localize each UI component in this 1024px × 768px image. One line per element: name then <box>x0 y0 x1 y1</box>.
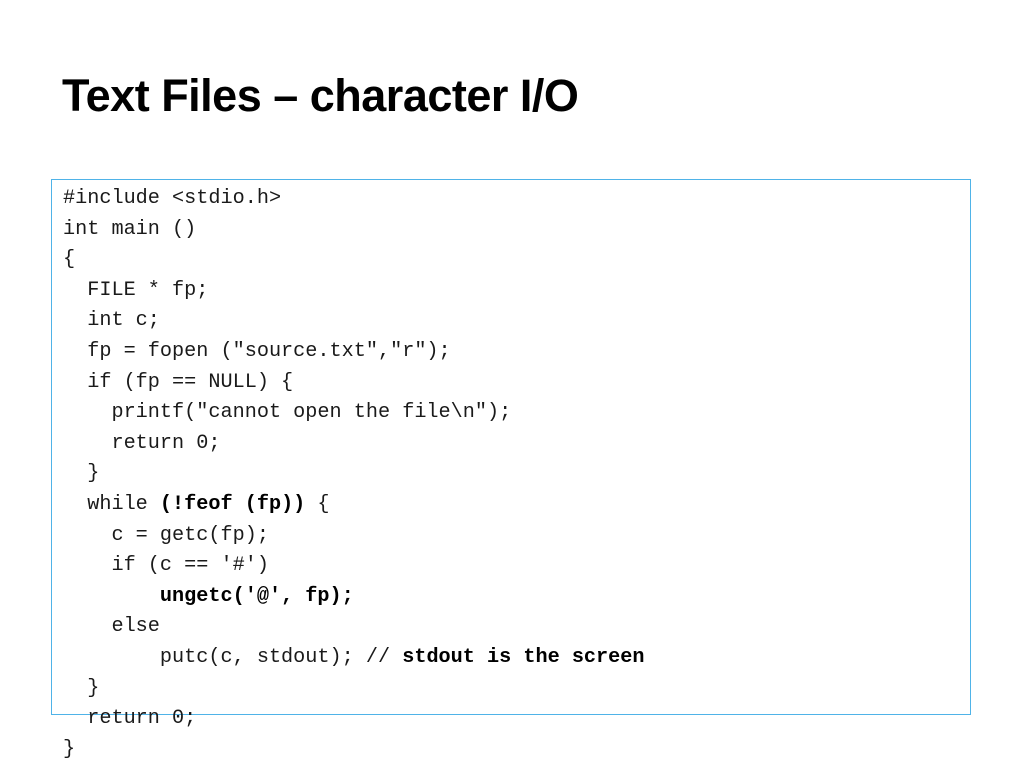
code-text: if (fp == NULL) { <box>63 370 294 394</box>
code-text: c = getc(fp); <box>63 523 269 547</box>
code-highlight: ungetc('@', fp); <box>159 584 354 608</box>
code-line: int main () <box>63 215 645 246</box>
code-text: int c; <box>63 309 160 333</box>
code-text: int main () <box>63 217 197 241</box>
code-line: while (!feof (fp)) { <box>63 490 645 521</box>
code-highlight: stdout is the screen <box>402 645 645 669</box>
code-line: fp = fopen ("source.txt","r"); <box>63 337 645 368</box>
code-line: #include <stdio.h> <box>63 184 645 215</box>
code-highlight: (!feof (fp)) <box>159 492 306 516</box>
code-line: int c; <box>63 306 645 337</box>
code-text: printf("cannot open the file\n"); <box>63 401 512 425</box>
code-text: { <box>63 248 76 272</box>
code-line: return 0; <box>63 704 645 735</box>
code-text: } <box>63 462 100 486</box>
code-text: FILE * fp; <box>63 278 209 302</box>
code-text: } <box>63 676 100 700</box>
code-text: { <box>305 492 330 516</box>
code-line: printf("cannot open the file\n"); <box>63 398 645 429</box>
code-text <box>63 585 160 608</box>
code-line: if (fp == NULL) { <box>63 368 645 399</box>
code-line: else <box>63 612 645 643</box>
code-line: FILE * fp; <box>63 276 645 307</box>
code-text: #include <stdio.h> <box>63 187 282 210</box>
code-text: } <box>63 737 76 761</box>
code-line: } <box>63 674 645 705</box>
code-line: putc(c, stdout); // stdout is the screen <box>63 643 645 674</box>
code-text: fp = fopen ("source.txt","r"); <box>63 339 451 363</box>
code-text: putc(c, stdout); // <box>63 645 403 669</box>
slide-title: Text Files – character I/O <box>62 70 579 121</box>
code-box <box>51 179 971 715</box>
code-line: return 0; <box>63 429 645 460</box>
code-text: while <box>63 492 160 516</box>
code-line: { <box>63 245 645 276</box>
code-line: if (c == '#') <box>63 551 645 582</box>
code-line: } <box>63 459 645 490</box>
code-block: #include <stdio.h> int main () { FILE * fp… <box>63 184 645 765</box>
code-text: else <box>63 615 160 639</box>
code-text: return 0; <box>63 431 221 455</box>
code-line: } <box>63 735 645 766</box>
code-line: ungetc('@', fp); <box>63 582 645 613</box>
code-text: if (c == '#') <box>63 554 269 578</box>
code-text: return 0; <box>63 707 197 731</box>
code-line: c = getc(fp); <box>63 521 645 552</box>
